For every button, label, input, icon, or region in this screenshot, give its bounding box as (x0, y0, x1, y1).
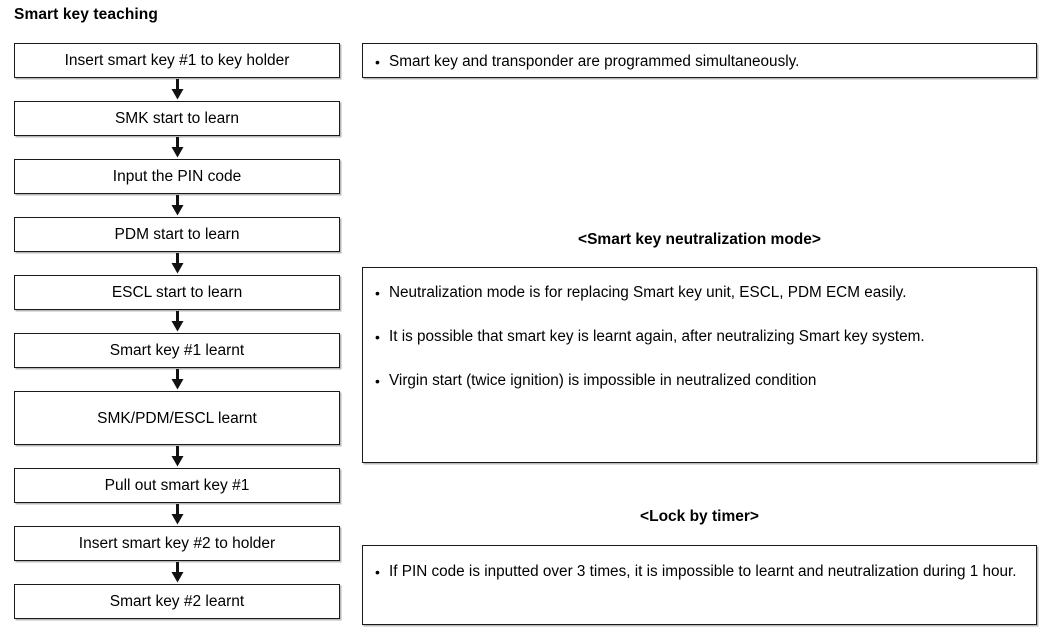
flow-step: PDM start to learn (14, 217, 340, 252)
arrow-down-icon (14, 78, 340, 101)
arrow-down-icon (14, 503, 340, 526)
flow-step-label: Insert smart key #2 to holder (78, 535, 276, 552)
lock-by-timer-bullet-list: If PIN code is inputted over 3 times, it… (375, 561, 1022, 583)
list-item: Smart key and transponder are programmed… (375, 51, 1022, 73)
list-item: Virgin start (twice ignition) is impossi… (375, 370, 1022, 392)
arrow-down-icon (14, 368, 340, 391)
flow-step: SMK/PDM/ESCL learnt (14, 391, 340, 445)
flow-step: SMK start to learn (14, 101, 340, 136)
intro-bullet-list: Smart key and transponder are programmed… (375, 51, 1022, 73)
note-box-intro: Smart key and transponder are programmed… (362, 43, 1037, 78)
flow-step-label: SMK start to learn (114, 110, 240, 127)
list-item: It is possible that smart key is learnt … (375, 326, 1022, 348)
section-heading-lock-by-timer: <Lock by timer> (640, 508, 759, 525)
flow-step: Smart key #2 learnt (14, 584, 340, 619)
flow-step: Insert smart key #2 to holder (14, 526, 340, 561)
flow-step-label: Smart key #2 learnt (109, 593, 245, 610)
flow-step: Pull out smart key #1 (14, 468, 340, 503)
arrow-down-icon (14, 445, 340, 468)
flow-step: Insert smart key #1 to key holder (14, 43, 340, 78)
arrow-down-icon (14, 194, 340, 217)
arrow-down-icon (14, 561, 340, 584)
note-box-neutralization: Neutralization mode is for replacing Sma… (362, 267, 1037, 463)
flow-step-label: Input the PIN code (112, 168, 242, 185)
flow-step-label: SMK/PDM/ESCL learnt (97, 409, 257, 427)
note-box-lock-by-timer: If PIN code is inputted over 3 times, it… (362, 545, 1037, 625)
list-item: If PIN code is inputted over 3 times, it… (375, 561, 1022, 583)
flow-step: Input the PIN code (14, 159, 340, 194)
arrow-down-icon (14, 252, 340, 275)
list-item: Neutralization mode is for replacing Sma… (375, 282, 1022, 304)
flow-step-label: Pull out smart key #1 (104, 477, 250, 494)
page-title: Smart key teaching (14, 6, 158, 23)
flow-step: Smart key #1 learnt (14, 333, 340, 368)
arrow-down-icon (14, 136, 340, 159)
arrow-down-icon (14, 310, 340, 333)
flow-step-label: Smart key #1 learnt (109, 342, 245, 359)
section-heading-neutralization: <Smart key neutralization mode> (578, 231, 821, 248)
flow-step-label: ESCL start to learn (111, 284, 243, 301)
flow-step-label: Insert smart key #1 to key holder (64, 52, 290, 69)
neutralization-bullet-list: Neutralization mode is for replacing Sma… (375, 282, 1022, 392)
flow-step: ESCL start to learn (14, 275, 340, 310)
flow-step-label: PDM start to learn (114, 226, 240, 243)
